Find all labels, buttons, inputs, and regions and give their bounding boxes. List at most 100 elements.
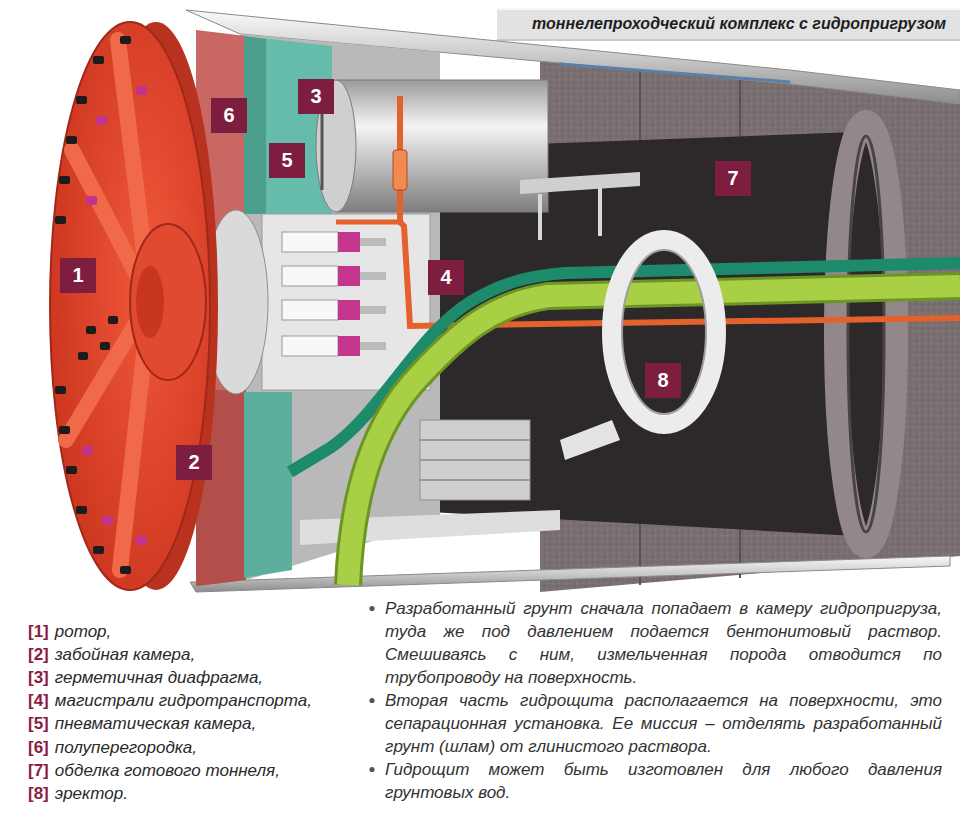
cutter-tooth [93,56,104,64]
bullet-dot [369,698,374,703]
motor-shaft [360,306,386,314]
cutter-tooth [100,342,110,350]
cutter-tooth [108,316,118,324]
platform [520,172,640,194]
drive-motor [282,232,338,252]
callout-ref: [3] [28,666,49,689]
callout-number: 8 [657,370,668,390]
callout-number: 2 [188,452,199,472]
slurry-pipe-outline [348,286,960,585]
callout-number: 6 [223,105,234,125]
erector-ring-edge [622,250,706,414]
callout-ref: [7] [28,759,49,782]
cutter-tooth [86,326,96,334]
erector-arm [560,420,620,460]
part-name: эректор. [55,782,128,805]
valve [393,150,407,190]
cylinder-rod [420,440,530,480]
thrust-cylinders [420,420,530,500]
title-text: тоннелепроходческий комплекс с гидроприг… [532,15,946,33]
bullet-dot [369,606,374,611]
callout-number: 7 [727,168,738,188]
title-bar [497,8,960,41]
callout-box: 8 [645,363,681,398]
note-text: Разработанный грунт сначала попадает в к… [385,597,942,689]
air-pipe [336,220,400,225]
part-name: герметичная диафрагма, [55,666,263,689]
motor-end [338,266,360,286]
cutter-tooth [120,566,131,574]
motor-end [338,336,360,356]
cutter-disc [136,86,147,95]
cutter-disc [86,196,97,205]
cutter-tooth [93,546,104,554]
drive-motor [282,266,338,286]
part-name: магистрали гидротранспорта, [55,689,312,712]
lining-ring [836,122,896,546]
semi-bulkhead [244,36,266,214]
slurry-discharge-pipe [348,286,960,585]
diaphragm [321,110,324,190]
cutter-tooth [66,466,77,474]
callout-ref: [1] [28,620,49,643]
cutter-disc [82,446,93,455]
shield-seam [560,64,790,82]
part-name: забойная камера, [55,643,195,666]
motor-shaft [360,238,386,246]
callout-number: 3 [310,86,321,106]
callout-ref: [5] [28,712,49,735]
cutter-tooth [55,386,66,394]
callout-ref: [8] [28,782,49,805]
cutter-tooth [66,136,77,144]
cutter-tooth [59,426,70,434]
motor-end [338,300,360,320]
cutter-tooth [76,96,87,104]
callout-box: 4 [428,260,464,295]
notes-column: Разработанный грунт сначала попадает в к… [385,597,942,804]
cutter-tooth [78,352,88,360]
motor-end [338,232,360,252]
cutter-tooth [55,216,66,224]
cutterhead-cone [136,266,164,338]
callout-box: 3 [298,79,334,114]
note-text: Вторая часть гидрощита располагается на … [385,689,942,758]
cutterhead-hub [130,224,206,380]
callout-box: 5 [269,143,305,178]
cutterhead [50,22,210,590]
air-chamber [244,392,292,578]
motor-shaft [360,272,386,280]
cutter-disc [102,516,113,525]
callout-box: 2 [176,445,212,480]
cutter-tooth [59,176,70,184]
callout-box: 7 [715,161,751,196]
erector-ring [612,240,716,424]
note-text: Гидрощит может быть изготовлен для любог… [385,758,942,804]
platform-post [540,188,600,240]
drive-motor [282,336,338,356]
callout-number: 4 [440,267,451,287]
cutter-tooth [76,506,87,514]
bullet-dot [369,767,374,772]
callout-ref: [6] [28,736,49,759]
callout-number: 1 [72,265,83,285]
cutter-disc [96,116,107,125]
part-name: пневматическая камера, [55,712,256,735]
callout-box: 1 [60,258,96,293]
cutter-tooth [120,36,131,44]
callout-box: 6 [211,98,247,133]
cutter-disc [136,536,147,545]
callout-ref: [4] [28,689,49,712]
part-name: ротор, [55,620,112,643]
drive-motor [282,300,338,320]
callout-ref: [2] [28,643,49,666]
lining-ring-edge [848,136,884,532]
part-name: полуперегородка, [55,736,197,759]
pressure-cylinder [336,80,548,212]
title-bar-edge [497,8,960,10]
part-name: обделка готового тоннеля, [55,759,280,782]
callout-number: 5 [281,150,292,170]
title-bar-edge [497,39,960,41]
